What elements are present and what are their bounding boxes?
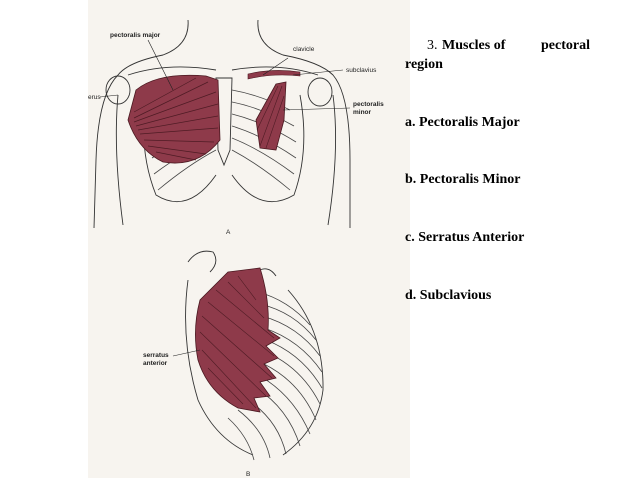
leader-lines-a — [99, 39, 351, 111]
slide-title: 3. Muscles of pectoral region — [405, 36, 620, 76]
text-panel: 3. Muscles of pectoral region a. Pectora… — [405, 36, 620, 303]
label-clavicle: clavicle — [293, 46, 315, 53]
list-item-serratus-anterior: c. Serratus Anterior — [405, 230, 525, 245]
list-item-pectoralis-minor: b. Pectoralis Minor — [405, 172, 521, 187]
list-item-subclavious: d. Subclavious — [405, 288, 492, 303]
label-serratus-1: serratus — [143, 352, 169, 359]
label-subclavius: subclavius — [346, 67, 377, 74]
label-humerus: erus — [88, 94, 101, 101]
subclavius-muscle — [247, 70, 301, 80]
anatomy-figure: pectoralis major clavicle subclavius eru… — [88, 0, 410, 478]
title-part-1: Muscles of — [442, 38, 506, 53]
title-part-2: pectoral — [541, 38, 590, 53]
pectoralis-major-muscle — [127, 74, 221, 164]
title-part-3: region — [405, 57, 443, 72]
label-panel-b: B — [246, 471, 250, 478]
title-number: 3. — [427, 38, 438, 53]
label-pectoralis-minor-2: minor — [353, 109, 372, 116]
label-serratus-2: anterior — [143, 360, 168, 367]
label-panel-a: A — [226, 229, 231, 236]
label-pectoralis-minor-1: pectoralis — [353, 101, 384, 108]
thorax-lateral-drawing — [185, 250, 324, 456]
leader-line-serratus — [172, 349, 201, 357]
serratus-anterior-muscle — [195, 267, 281, 413]
list-item-pectoralis-major: a. Pectoralis Major — [405, 115, 520, 130]
pectoralis-minor-muscle — [255, 81, 287, 151]
label-pectoralis-major: pectoralis major — [110, 32, 161, 39]
